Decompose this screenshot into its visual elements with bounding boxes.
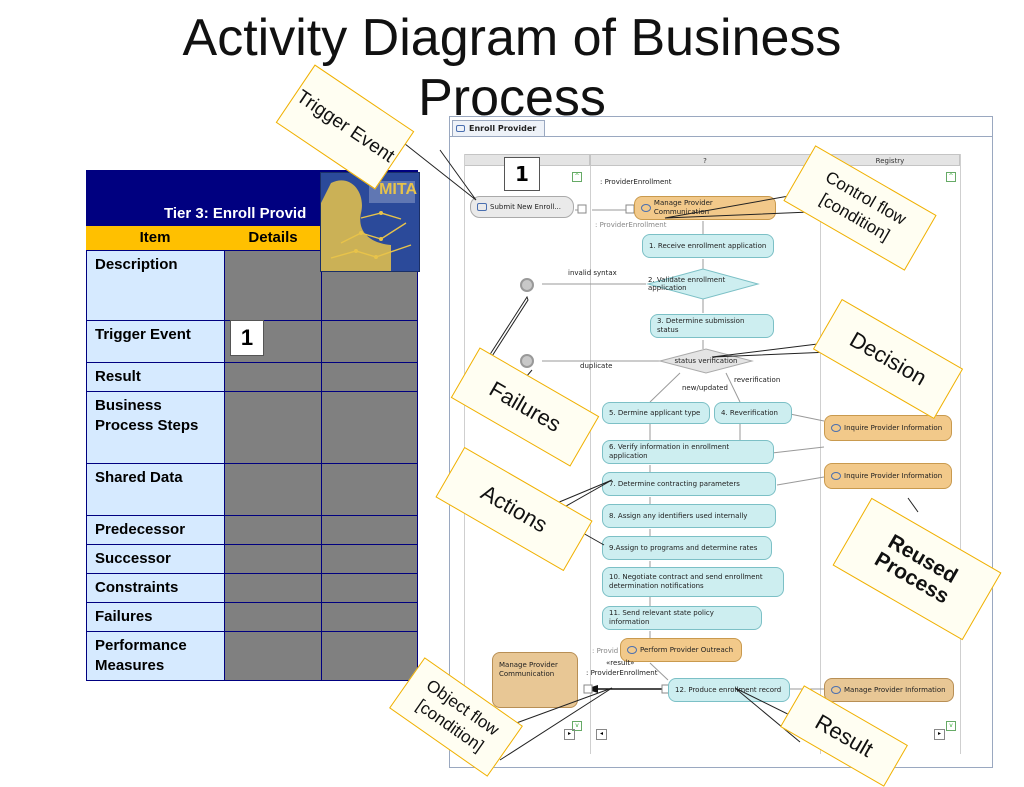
lane-expand-icon[interactable]: v [946, 721, 956, 731]
row-item: Successor [86, 544, 225, 574]
row-item: Predecessor [86, 515, 225, 545]
step-10-action[interactable]: 10. Negotiate contract and send enrollme… [602, 567, 784, 597]
row-item: Failures [86, 602, 225, 632]
column-item: Item [139, 229, 171, 246]
duplicate-label: duplicate [580, 362, 613, 370]
lane-collapse-icon[interactable]: ^ [572, 172, 582, 182]
validate-decision[interactable]: 2. Validate enrollment application [648, 276, 726, 292]
table-row: Shared Data [86, 463, 418, 516]
step-8-action[interactable]: 8. Assign any identifiers used internall… [602, 504, 776, 528]
table-row: Constraints [86, 573, 418, 603]
tier-table: Description Trigger Event Result Busines… [86, 250, 418, 681]
table-row: Successor [86, 544, 418, 574]
diagram-trigger-marker: 1 [504, 157, 540, 191]
status-verification-decision[interactable]: status verification [674, 357, 738, 365]
table-row: Business Process Steps [86, 391, 418, 464]
object-label-grey-2: : Provid [592, 647, 619, 655]
manage-provider-communication-top[interactable]: Manage Provider Communication [634, 196, 776, 220]
new-updated-label: new/updated [682, 384, 728, 392]
slide-title: Activity Diagram of Business Process [0, 8, 1024, 128]
lane-collapse-icon[interactable]: ^ [946, 172, 956, 182]
row-item: Performance Measures [86, 631, 225, 681]
mita-logo-text: MITA [379, 181, 417, 198]
tier-table-title: Tier 3: Enroll Provid [164, 205, 307, 222]
table-row: Failures [86, 602, 418, 632]
step-4-action[interactable]: 4. Reverification [714, 402, 792, 424]
scroll-left-icon[interactable]: ◂ [596, 729, 607, 740]
step-12-action[interactable]: 12. Produce enrollment record [668, 678, 790, 702]
inquire-provider-information-1[interactable]: Inquire Provider Information [824, 415, 952, 441]
table-row: Performance Measures [86, 631, 418, 681]
row-item: Business Process Steps [86, 391, 225, 464]
diagram-icon [456, 125, 465, 132]
scroll-right-icon[interactable]: ▸ [934, 729, 945, 740]
reuse-icon [831, 472, 841, 480]
scroll-right-icon[interactable]: ▸ [564, 729, 575, 740]
step-9-action[interactable]: 9.Assign to programs and determine rates [602, 536, 772, 560]
trigger-event-marker: 1 [230, 320, 264, 356]
row-item: Shared Data [86, 463, 225, 516]
step-6-action[interactable]: 6. Verify information in enrollment appl… [602, 440, 774, 464]
result-stereotype: «result» [606, 659, 635, 667]
step-1-action[interactable]: 1. Receive enrollment application [642, 234, 774, 258]
object-label-top: : ProviderEnrollment [600, 178, 672, 186]
column-details: Details [248, 229, 298, 246]
lane-header-registry: Registry [820, 154, 960, 166]
row-item: Description [86, 250, 225, 321]
perform-provider-outreach[interactable]: Perform Provider Outreach [620, 638, 742, 662]
tab-label: Enroll Provider [469, 124, 537, 133]
object-label-grey: : ProviderEnrollment [595, 221, 667, 229]
manage-provider-communication-left[interactable]: Manage Provider Communication [492, 652, 578, 708]
title-line-1: Activity Diagram of Business [182, 9, 842, 67]
row-item: Trigger Event [86, 320, 225, 363]
reuse-icon [831, 686, 841, 694]
tab-enroll-provider[interactable]: Enroll Provider [452, 120, 546, 137]
invalid-syntax-label: invalid syntax [568, 269, 617, 277]
manage-provider-information[interactable]: Manage Provider Information [824, 678, 954, 702]
final-node-invalid [520, 278, 534, 292]
table-row: Result [86, 362, 418, 392]
row-item: Result [86, 362, 225, 392]
reuse-icon [627, 646, 637, 654]
final-node-duplicate [520, 354, 534, 368]
reverification-label: reverification [734, 376, 781, 384]
reuse-icon [641, 204, 651, 212]
table-row: Predecessor [86, 515, 418, 545]
step-3-action[interactable]: 3. Determine submission status [650, 314, 774, 338]
mita-logo: MITA [320, 172, 420, 272]
reuse-icon [831, 424, 841, 432]
step-11-action[interactable]: 11. Send relevant state policy informati… [602, 606, 762, 630]
action-icon [477, 203, 487, 211]
step-5-action[interactable]: 5. Dermine applicant type [602, 402, 710, 424]
result-object-label: : ProviderEnrollment [586, 669, 658, 677]
row-item: Constraints [86, 573, 225, 603]
step-7-action[interactable]: 7. Determine contracting parameters [602, 472, 776, 496]
submit-enrollment-action[interactable]: Submit New Enroll... [470, 196, 574, 218]
inquire-provider-information-2[interactable]: Inquire Provider Information [824, 463, 952, 489]
